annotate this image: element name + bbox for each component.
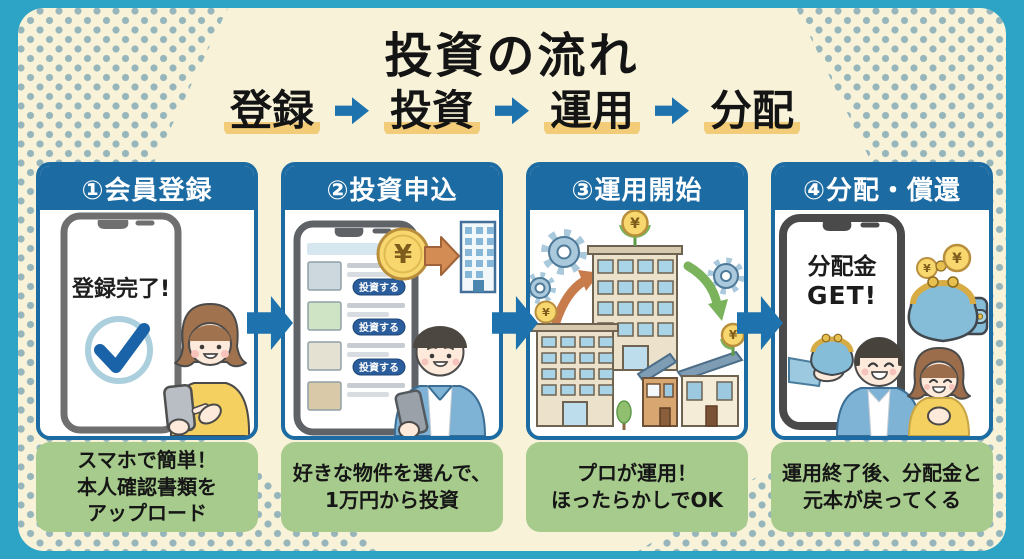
- card-illustration: ¥ ¥: [530, 210, 744, 436]
- house-icon: [676, 350, 744, 427]
- return-arrow-down-icon: [683, 261, 728, 321]
- caption-distribution-redemption: 運用終了後、分配金と 元本が戻ってくる: [771, 442, 993, 532]
- right-arrow-icon: [655, 97, 690, 125]
- caption-operation-start: プロが運用！ ほったらかしでOK: [526, 442, 748, 532]
- coin-icon: ¥: [534, 300, 558, 324]
- yen-symbol: ¥: [394, 240, 412, 270]
- card-distribution-redemption: ④分配・償還 分配金 GET!: [771, 162, 993, 440]
- caption-line: スマホで簡単！: [77, 447, 217, 472]
- caption-line: 好きな物件を選んで、: [292, 461, 492, 486]
- caption-line: プロが運用！: [577, 461, 697, 486]
- happy-woman: [907, 347, 971, 436]
- yen-symbol: ¥: [630, 216, 640, 232]
- man-with-phone: [393, 326, 487, 436]
- card-member-registration: ①会員登録 登録完了!: [36, 162, 258, 440]
- caption-line: アップロード: [87, 501, 207, 526]
- caption-line: 本人確認書類を: [77, 474, 217, 499]
- house-icon: [636, 352, 678, 427]
- caption-line: ほったらかしでOK: [551, 488, 723, 512]
- property-listing-rows: 投資する 投資する 投資する: [307, 261, 406, 411]
- get-text: GET!: [807, 281, 877, 310]
- flow-step-operation: 運用: [544, 86, 641, 136]
- page-title: 投資の流れ: [384, 28, 640, 84]
- flow-steps-row: 登録 投資 運用 分配: [18, 86, 1006, 136]
- operation-illustration: ¥ ¥: [530, 210, 744, 430]
- card-header: ②投資申込: [285, 166, 499, 210]
- invest-button: 投資する: [359, 321, 399, 334]
- gear-icon: [707, 257, 744, 295]
- hand-with-purse: [788, 333, 854, 388]
- caption-line: 1万円から投資: [325, 488, 459, 512]
- card-operation-start: ③運用開始: [526, 162, 748, 440]
- registration-illustration: 登録完了!: [60, 212, 251, 436]
- coin-purse-icon: ¥ ¥: [907, 243, 979, 343]
- yen-symbol: ¥: [542, 306, 550, 319]
- orange-arrow-icon: [424, 236, 460, 276]
- card-header: ③運用開始: [530, 166, 744, 210]
- tree-icon: [616, 400, 632, 430]
- card-investment-application: ②投資申込 投資する: [281, 162, 503, 440]
- flow-step-distribution: 分配: [704, 86, 801, 136]
- registration-complete-text: 登録完了!: [71, 276, 170, 302]
- right-arrow-icon: [334, 97, 369, 125]
- yen-symbol: ¥: [952, 251, 962, 267]
- flow-step-registration: 登録: [223, 86, 320, 136]
- right-arrow-icon: [495, 97, 529, 125]
- building-icon: [459, 220, 497, 294]
- happy-man: [835, 337, 923, 436]
- woman-with-phone: [163, 303, 251, 436]
- yen-symbol: ¥: [729, 328, 738, 342]
- check-icon: [85, 316, 153, 384]
- caption-member-registration: スマホで簡単！ 本人確認書類を アップロード: [36, 442, 258, 532]
- coin-plant-icon: ¥: [619, 210, 651, 246]
- application-illustration: 投資する 投資する 投資する: [293, 220, 497, 436]
- infographic-panel: 投資の流れ 登録 投資 運用 分配 ①会員登録 登録完了!: [18, 8, 1006, 551]
- invest-button: 投資する: [359, 361, 399, 374]
- invest-button: 投資する: [359, 281, 399, 294]
- yen-symbol: ¥: [923, 262, 931, 275]
- distribution-illustration: 分配金 GET! ¥: [779, 214, 989, 436]
- card-header: ④分配・償還: [775, 166, 989, 210]
- card-illustration: 登録完了!: [40, 210, 254, 436]
- card-illustration: 分配金 GET! ¥: [775, 210, 989, 436]
- distribution-text: 分配金: [808, 253, 878, 280]
- gear-icon: [530, 272, 556, 304]
- gear-icon: [541, 229, 587, 275]
- card-illustration: 投資する 投資する 投資する: [285, 210, 499, 436]
- caption-line: 運用終了後、分配金と: [782, 461, 982, 486]
- smartphone-icon: [60, 212, 182, 434]
- caption-line: 元本が戻ってくる: [803, 488, 961, 512]
- flow-step-investment: 投資: [383, 86, 480, 136]
- apartment-building-icon: [531, 323, 619, 427]
- caption-investment-application: 好きな物件を選んで、 1万円から投資: [281, 442, 503, 532]
- yen-coin-icon: ¥: [376, 227, 430, 281]
- card-header: ①会員登録: [40, 166, 254, 210]
